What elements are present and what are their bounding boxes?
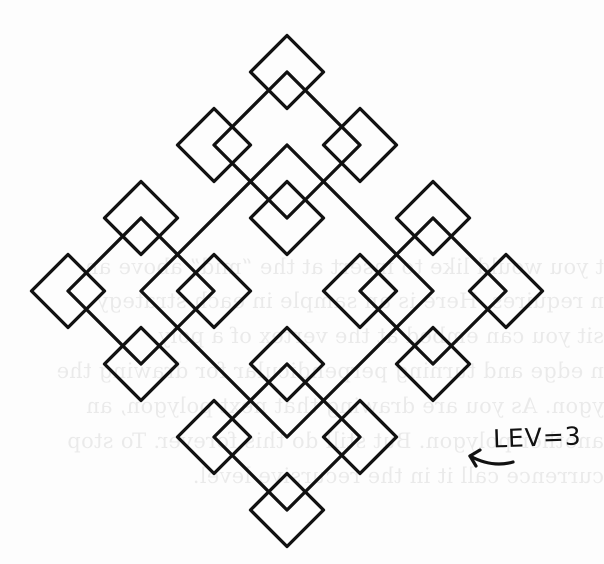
arrow-icon [0,0,604,564]
page: t you would like to insert at the “mid” … [0,0,604,564]
